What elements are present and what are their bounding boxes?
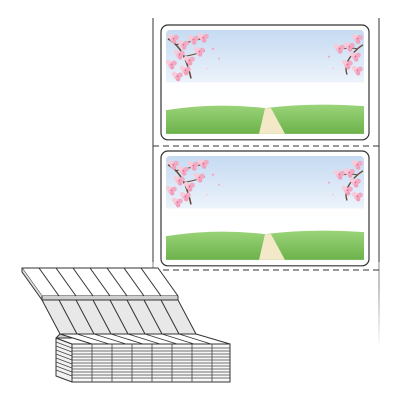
cherry-blossom-icon bbox=[161, 25, 369, 140]
perforation-lines bbox=[153, 145, 379, 271]
label-2 bbox=[161, 151, 369, 266]
label-1 bbox=[161, 25, 369, 140]
fanfold-stack-icon bbox=[21, 267, 231, 383]
fanfold-pile bbox=[55, 333, 231, 383]
cherry-blossom-icon bbox=[161, 151, 369, 266]
fanfold-top-strip bbox=[21, 267, 179, 301]
fanfold-middle-strip bbox=[41, 299, 197, 339]
